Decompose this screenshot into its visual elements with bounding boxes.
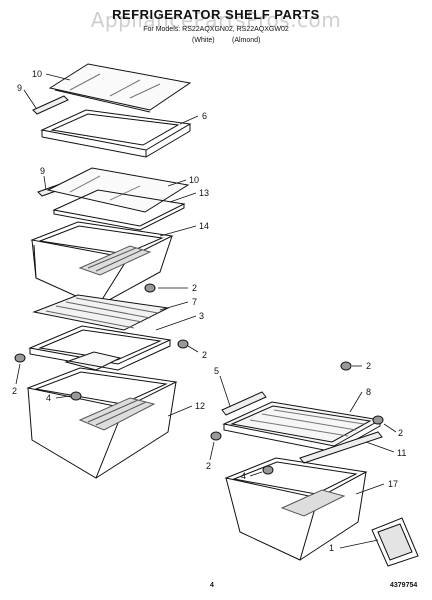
page-number: 4 xyxy=(210,582,214,589)
callout-9a: 9 xyxy=(17,83,22,93)
callout-7: 7 xyxy=(192,297,197,307)
clip-2e xyxy=(372,415,384,425)
callout-17: 17 xyxy=(388,479,398,489)
callout-1: 1 xyxy=(329,543,334,553)
leader-lines xyxy=(15,73,397,549)
page-title: REFRIGERATOR SHELF PARTS xyxy=(112,7,320,22)
shelf-frame-6 xyxy=(40,109,192,158)
crisper-pan-12 xyxy=(26,367,178,479)
pan-17 xyxy=(224,457,368,561)
clip-2c xyxy=(14,353,26,363)
color-note-white: (White) xyxy=(192,37,215,44)
callout-2e: 2 xyxy=(398,428,403,438)
callout-2b: 2 xyxy=(202,350,207,360)
trim-strip-5 xyxy=(221,391,267,416)
callout-4b: 4 xyxy=(241,471,246,481)
callout-8: 8 xyxy=(366,387,371,397)
clip-2b xyxy=(177,339,189,349)
watermark: AppliancePartsPros.com xyxy=(90,8,342,32)
callout-5: 5 xyxy=(214,366,219,376)
label-card-1 xyxy=(371,517,419,567)
crisper-pan-14 xyxy=(30,221,174,307)
crisper-cover-frame-3 xyxy=(28,325,172,371)
callout-2c: 2 xyxy=(12,386,17,396)
glass-panel-10b xyxy=(46,167,190,213)
callout-10b: 10 xyxy=(189,175,199,185)
callout-2f: 2 xyxy=(206,461,211,471)
callout-13: 13 xyxy=(199,188,209,198)
trim-strip-9a xyxy=(32,95,69,115)
model-subtitle: For Models: RS22AQXGN02, RS22AQXGW02 xyxy=(143,26,289,33)
clip-2a xyxy=(144,283,156,293)
trim-strip-11 xyxy=(299,431,383,464)
glass-frame-13 xyxy=(52,189,186,231)
document-part-number: 4379754 xyxy=(390,582,418,589)
crisper-cover-glass-7 xyxy=(32,294,170,331)
callout-10a: 10 xyxy=(32,69,42,79)
callout-6: 6 xyxy=(202,111,207,121)
callout-3: 3 xyxy=(199,311,204,321)
color-note-almond: (Almond) xyxy=(232,37,261,44)
callout-9b: 9 xyxy=(40,166,45,176)
clip-4a xyxy=(70,391,82,401)
callout-2d: 2 xyxy=(366,361,371,371)
callout-12: 12 xyxy=(195,401,205,411)
callout-numbers: 10 9 6 9 10 13 14 2 7 3 2 2 4 12 5 2 8 2… xyxy=(12,69,406,553)
clip-2d xyxy=(340,361,352,371)
callout-11: 11 xyxy=(397,448,406,458)
callout-2a: 2 xyxy=(192,283,197,293)
callout-14: 14 xyxy=(199,221,209,231)
clip-2f xyxy=(210,431,222,441)
glass-panel-10a xyxy=(48,63,192,113)
callout-4a: 4 xyxy=(46,393,51,403)
